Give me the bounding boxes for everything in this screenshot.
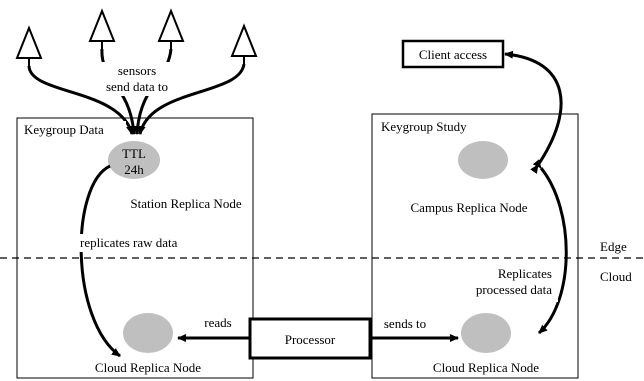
- sensor-icon: [230, 23, 258, 64]
- client-access-label: Client access: [419, 47, 487, 62]
- replicates-raw-label: replicates raw data: [80, 235, 178, 250]
- cloud-node-right-label: Cloud Replica Node: [433, 360, 539, 375]
- sensors-label: send data to: [106, 79, 168, 94]
- keygroup-data-title: Keygroup Data: [24, 122, 104, 137]
- sensor-icon: [157, 8, 185, 49]
- keygroup-data-title-bg: [22, 121, 126, 139]
- replicate-raw-arrow: [79, 164, 121, 358]
- cloud-label: Cloud: [600, 269, 632, 284]
- campus-node-label: Campus Replica Node: [411, 200, 528, 215]
- sensor-arrow: [27, 65, 134, 135]
- keygroup-data-box: [16, 117, 254, 379]
- client-access-box: [401, 39, 505, 69]
- station-node-ttl: 24h: [124, 162, 144, 177]
- sensor-icon: [88, 8, 116, 49]
- cloud-replica-node-right: [461, 313, 511, 353]
- station-node-ttl: TTL: [122, 146, 146, 161]
- station-replica-node: [108, 141, 160, 179]
- replicates-raw-label-bg: [76, 234, 210, 252]
- processor-box: [248, 317, 372, 360]
- replicates-processed-label-bg: [450, 264, 558, 302]
- sensors-label: sensors: [118, 63, 156, 78]
- cloud-replica-node-left: [123, 313, 173, 353]
- edge-label: Edge: [600, 239, 627, 254]
- processor-label: Processor: [285, 332, 336, 347]
- sensors-label-bg: [94, 62, 180, 96]
- cloud-node-left-label: Cloud Replica Node: [95, 360, 201, 375]
- client-access-arrow: [504, 50, 563, 174]
- keygroup-study-title: Keygroup Study: [381, 119, 467, 134]
- sends-to-label: sends to: [384, 316, 426, 331]
- replicate-processed-arrow: [532, 159, 568, 335]
- keygroup-study-box: [371, 113, 579, 379]
- station-node-label: Station Replica Node: [130, 196, 241, 211]
- replicates-processed-label: Replicates: [498, 266, 552, 281]
- sensor-icon: [15, 25, 43, 66]
- campus-replica-node: [458, 141, 508, 179]
- replicates-processed-label: processed data: [476, 282, 552, 297]
- reads-label: reads: [204, 315, 231, 330]
- sensor-arrow: [137, 63, 246, 135]
